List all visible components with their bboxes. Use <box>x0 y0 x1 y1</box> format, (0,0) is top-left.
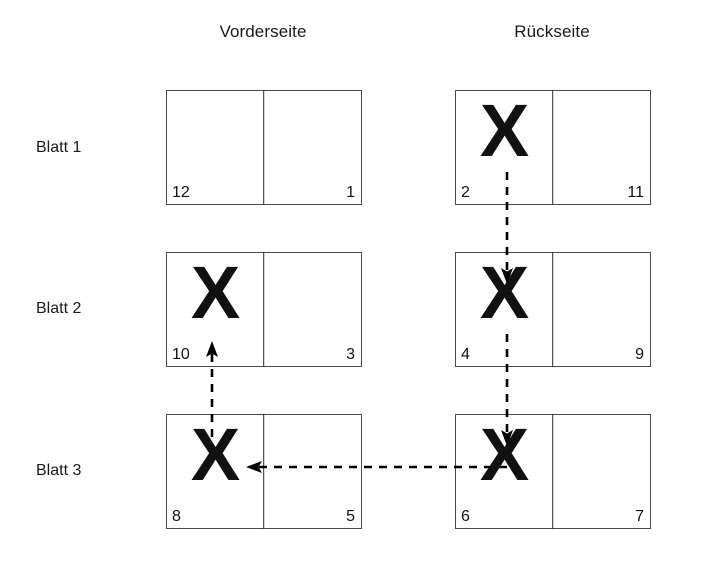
sheet-half-left: X 2 <box>456 91 553 204</box>
page-number: 8 <box>172 508 181 525</box>
sheet-half-left: X 12 <box>167 91 264 204</box>
sheet-blatt-1-rueckseite: X 2 11 <box>455 90 651 205</box>
sheet-blatt-3-rueckseite: X 6 7 <box>455 414 651 529</box>
cross-mark-icon: X <box>190 413 241 496</box>
sheet-half-left: X 4 <box>456 253 553 366</box>
sheet-half-right: 1 <box>264 91 361 204</box>
fold-divider-line <box>263 90 265 205</box>
cross-mark-icon: X <box>190 251 241 334</box>
cross-mark-icon: X <box>479 251 530 334</box>
sheet-half-left: X 6 <box>456 415 553 528</box>
sheet-blatt-2-rueckseite: X 4 9 <box>455 252 651 367</box>
fold-divider-line <box>263 252 265 367</box>
sheet-half-right: 3 <box>264 253 361 366</box>
cross-mark-icon: X <box>479 89 530 172</box>
sheet-half-right: 9 <box>553 253 650 366</box>
sheet-half-right: 11 <box>553 91 650 204</box>
column-header-rueckseite: Rückseite <box>514 22 590 41</box>
column-header-vorderseite: Vorderseite <box>219 22 307 41</box>
page-number: 2 <box>461 184 470 201</box>
page-number: 9 <box>635 346 644 363</box>
page-number: 12 <box>172 184 190 201</box>
row-label-blatt-3: Blatt 3 <box>36 462 82 479</box>
row-label-blatt-1: Blatt 1 <box>36 139 82 156</box>
fold-divider-line <box>552 252 554 367</box>
page-number: 4 <box>461 346 470 363</box>
sheet-half-right: 7 <box>553 415 650 528</box>
sheet-blatt-1-vorderseite: X 12 1 <box>166 90 362 205</box>
cross-mark-icon: X <box>479 413 530 496</box>
page-number: 1 <box>346 184 355 201</box>
page-number: 10 <box>172 346 190 363</box>
fold-divider-line <box>552 414 554 529</box>
row-label-blatt-2: Blatt 2 <box>36 300 82 317</box>
page-number: 7 <box>635 508 644 525</box>
fold-divider-line <box>552 90 554 205</box>
page-number: 11 <box>627 184 644 201</box>
fold-divider-line <box>263 414 265 529</box>
page-number: 6 <box>461 508 470 525</box>
page-number: 3 <box>346 346 355 363</box>
sheet-blatt-2-vorderseite: X 10 3 <box>166 252 362 367</box>
sheet-half-left: X 8 <box>167 415 264 528</box>
sheet-half-right: 5 <box>264 415 361 528</box>
sheet-half-left: X 10 <box>167 253 264 366</box>
page-number: 5 <box>346 508 355 525</box>
sheet-blatt-3-vorderseite: X 8 5 <box>166 414 362 529</box>
